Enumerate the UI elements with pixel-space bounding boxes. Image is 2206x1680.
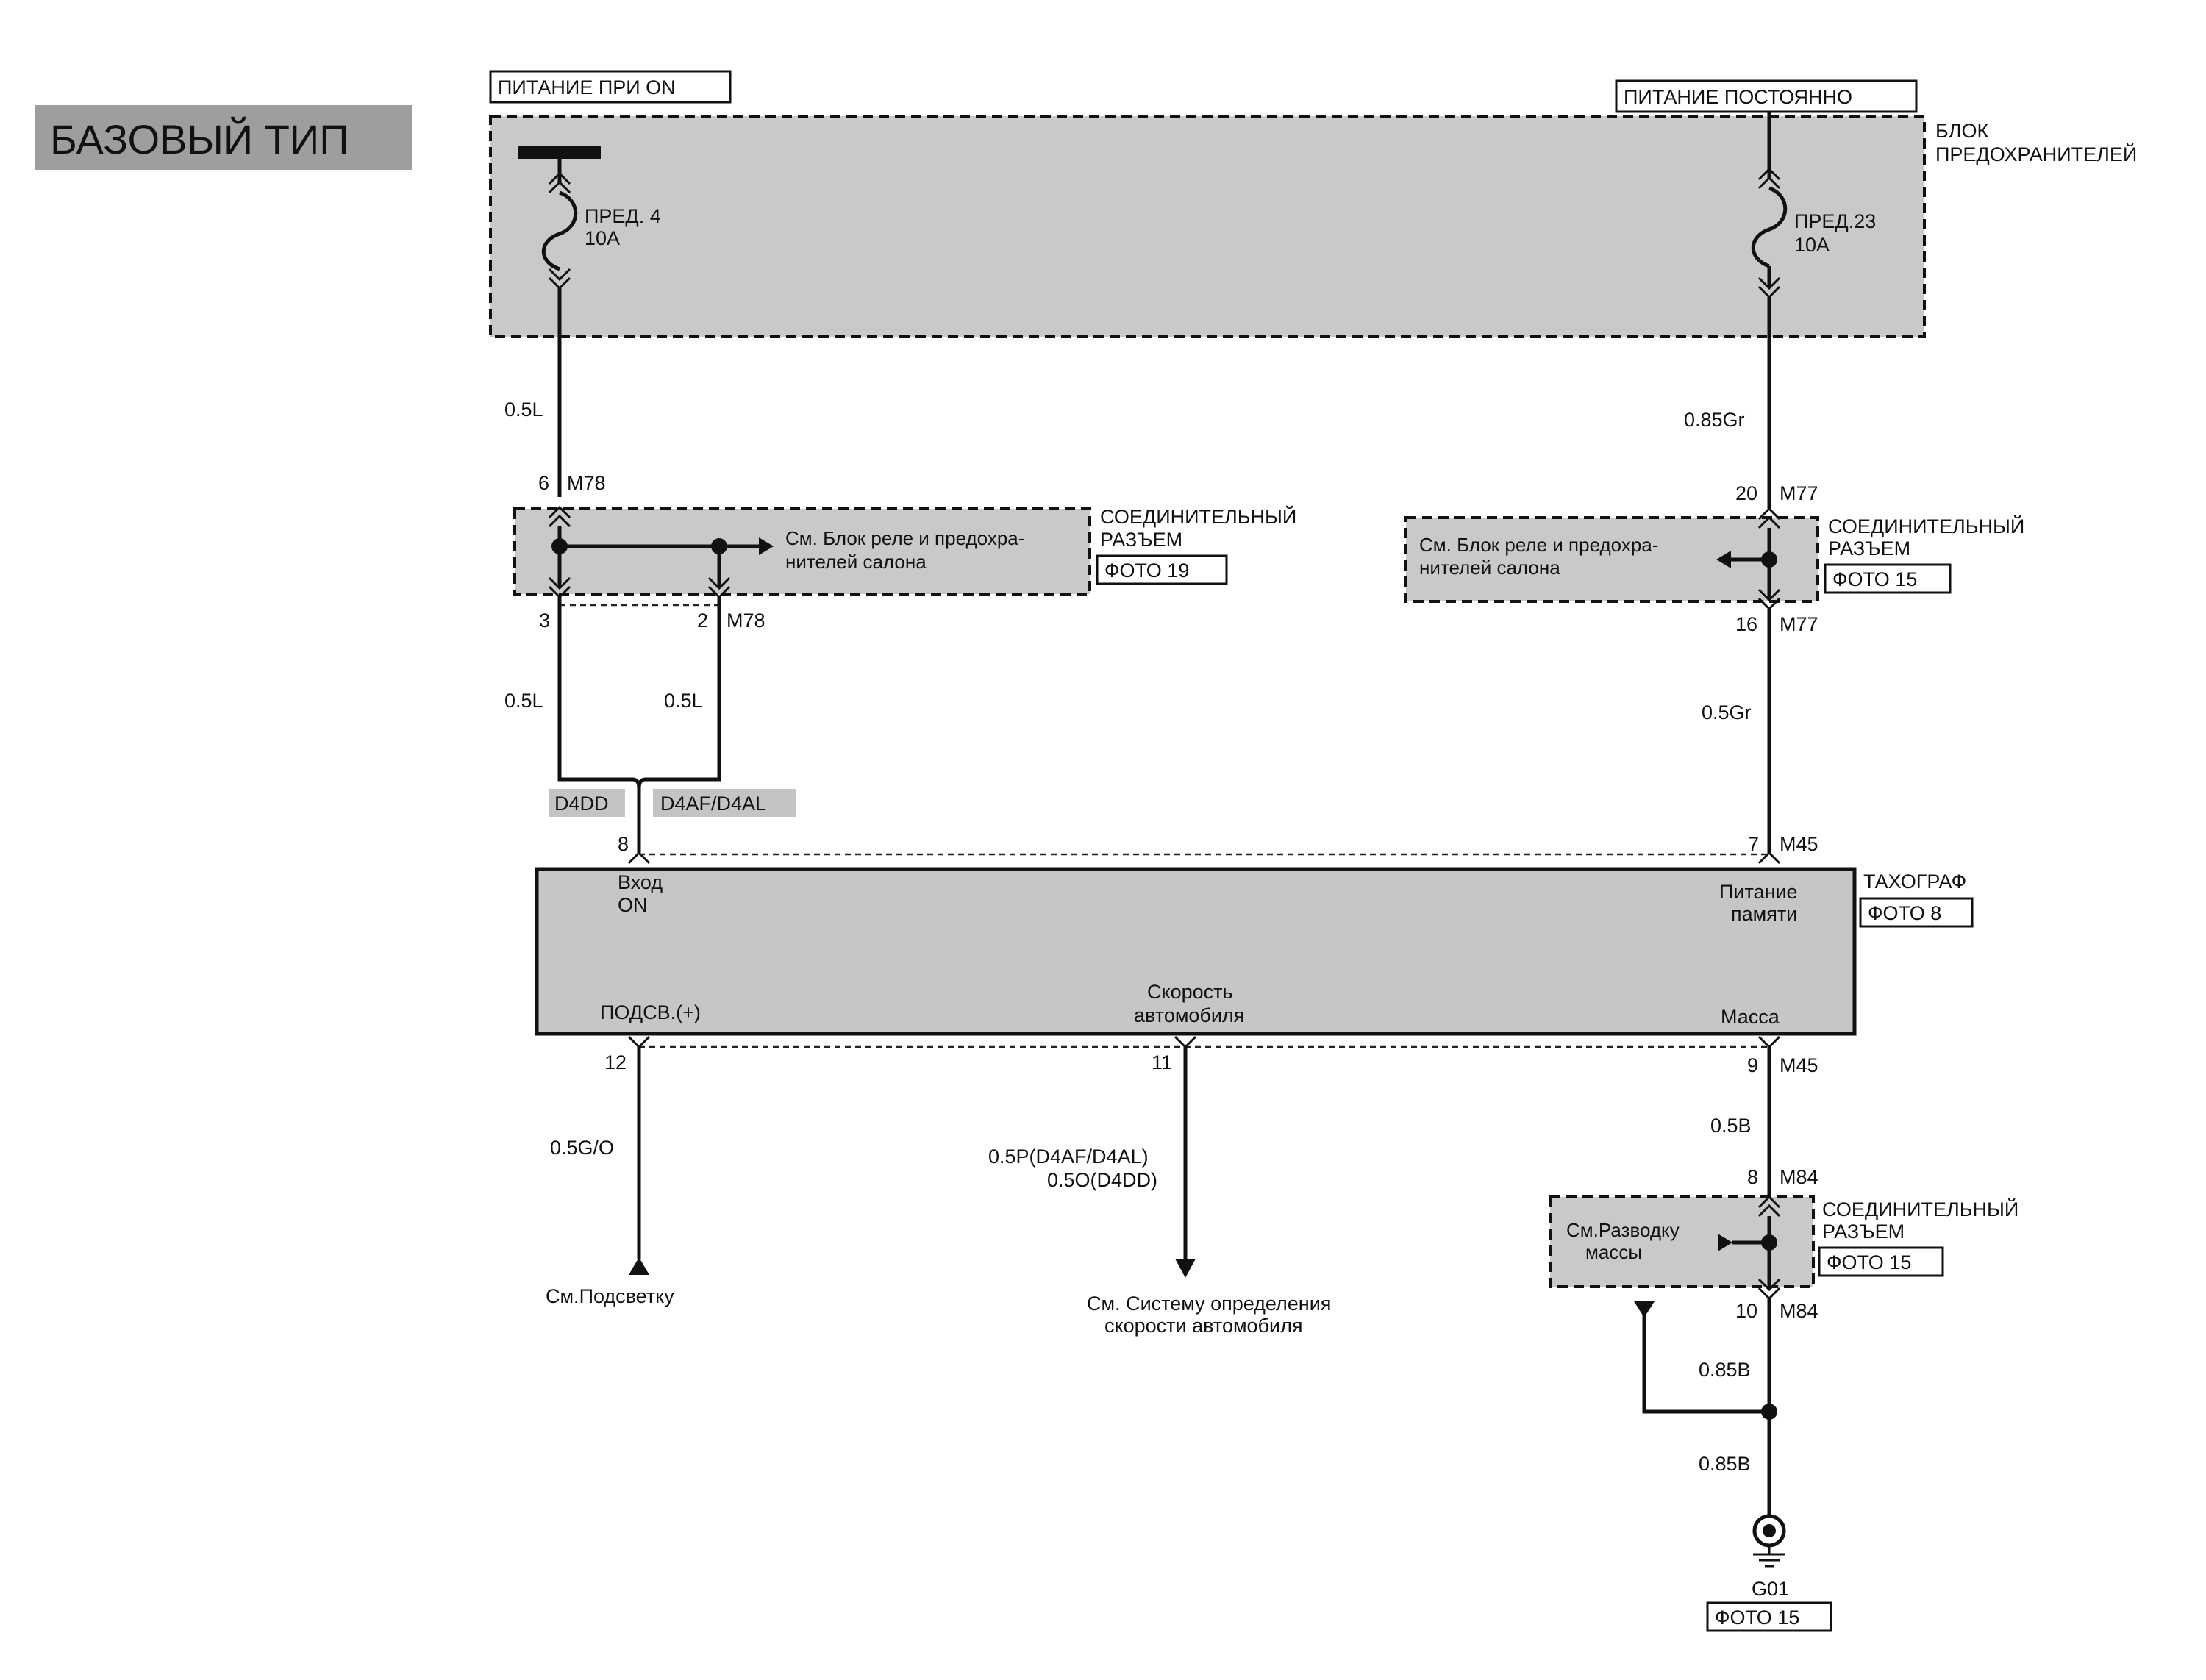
m78-ref-line-1: См. Блок реле и предохра- <box>785 527 1024 549</box>
tachograph-box <box>535 867 1857 1036</box>
fuse4-symbol <box>541 190 578 271</box>
m84-ref-line-1: См.Разводку <box>1566 1219 1680 1241</box>
wire-label-speed-1: 0.5P(D4AF/D4AL) <box>988 1145 1149 1168</box>
tacho-mem-1: Питание <box>1719 881 1798 903</box>
ref-speed-1: См. Систему определения <box>1087 1293 1331 1315</box>
tacho-photo: ФОТО 8 <box>1868 902 1941 924</box>
ignition-bus-bar <box>518 146 601 159</box>
m78-photo: ФОТО 19 <box>1104 560 1189 582</box>
wire-label-left-b: 0.5L <box>664 690 703 712</box>
tacho-backlight: ПОДСВ.(+) <box>600 1001 701 1023</box>
m77-name-top: M77 <box>1780 482 1818 504</box>
m78-name-top: M78 <box>567 472 606 494</box>
tacho-speed-1: Скорость <box>1147 981 1233 1003</box>
m77-title-2: РАЗЪЕМ <box>1828 537 1910 560</box>
power-constant-tag <box>1615 79 1918 113</box>
wire-label-ground-2: 0.85B <box>1699 1359 1751 1381</box>
ref-backlight: См.Подсветку <box>546 1285 674 1307</box>
variant-left: D4DD <box>554 793 609 815</box>
fuse4-rating: 10A <box>585 227 620 249</box>
m78-pin-top: 6 <box>538 472 549 494</box>
m84-photo: ФОТО 15 <box>1827 1251 1911 1273</box>
m77-ref-arrow <box>1716 551 1731 568</box>
m78-ref-arrow <box>759 537 774 555</box>
tacho-name-ground: M45 <box>1780 1054 1818 1076</box>
ground-photo: ФОТО 15 <box>1715 1606 1799 1629</box>
m77-name-bottom: M77 <box>1780 613 1818 635</box>
tacho-input-1: Вход <box>618 871 663 893</box>
fuse4-connector-top <box>548 171 571 185</box>
m77-title-1: СОЕДИНИТЕЛЬНЫЙ <box>1828 515 2024 537</box>
m84-name-top: M84 <box>1780 1166 1818 1188</box>
ground-point-name: G01 <box>1752 1578 1789 1600</box>
m84-ref-line-2: массы <box>1585 1241 1642 1263</box>
m77-pin-bottom: 16 <box>1735 613 1757 635</box>
connector-m78-box <box>513 507 1091 596</box>
fuse23-name: ПРЕД.23 <box>1794 210 1876 232</box>
m84-pin-top: 8 <box>1747 1166 1758 1188</box>
backlight-ref-arrow <box>629 1257 649 1275</box>
m77-pin-top: 20 <box>1735 482 1757 504</box>
m77-photo: ФОТО 15 <box>1832 568 1917 590</box>
tacho-pin-in: 8 <box>618 833 629 855</box>
tacho-name-mem: M45 <box>1780 833 1818 855</box>
ground-splice-node <box>1761 1404 1777 1420</box>
ground-branch-wire <box>1642 1309 1769 1414</box>
tacho-input-2: ON <box>618 894 648 916</box>
fuse4-name: ПРЕД. 4 <box>585 205 661 227</box>
m78-photo-tag <box>1096 554 1228 585</box>
tacho-pin-speed: 11 <box>1152 1051 1172 1073</box>
m77-ref-line-1: См. Блок реле и предохра- <box>1419 534 1658 556</box>
fuse23-connector-top <box>1757 167 1781 181</box>
diagram-title: БАЗОВЫЙ ТИП <box>50 116 349 162</box>
m77-ref-line-2: нителей салона <box>1419 557 1560 579</box>
speed-ref-arrow <box>1175 1259 1196 1278</box>
power-on-tag <box>489 70 732 104</box>
power-on-label: ПИТАНИЕ ПРИ ON <box>498 76 676 99</box>
variant-junction <box>557 771 721 789</box>
wire-label-speed-2: 0.5O(D4DD) <box>1047 1169 1157 1191</box>
m78-pin-a: 3 <box>539 610 550 632</box>
wire-label-backlight: 0.5G/O <box>550 1137 614 1159</box>
ground-photo-tag <box>1706 1601 1832 1632</box>
wire-label-right-mid: 0.5Gr <box>1702 701 1752 723</box>
m78-name-b: M78 <box>727 610 765 632</box>
fuse23-symbol <box>1751 186 1788 268</box>
wire-label-ground-1: 0.5B <box>1710 1115 1752 1137</box>
fuse-block-label-1: БЛОК <box>1935 120 1988 142</box>
tacho-pin-mem: 7 <box>1748 833 1759 855</box>
m77-photo-tag <box>1824 563 1952 594</box>
m78-title-1: СОЕДИНИТЕЛЬНЫЙ <box>1100 505 1296 528</box>
tacho-name: ТАХОГРАФ <box>1863 871 1966 893</box>
m84-name-bottom: M84 <box>1780 1300 1818 1322</box>
wire-label-ground-3: 0.85B <box>1699 1453 1751 1475</box>
fuse23-rating: 10A <box>1794 234 1830 256</box>
tacho-pin-backlight: 12 <box>604 1051 627 1073</box>
m84-pin-bottom: 10 <box>1735 1300 1757 1322</box>
variant-right-tag <box>653 789 796 817</box>
m84-title-2: РАЗЪЕМ <box>1822 1220 1905 1243</box>
power-constant-label: ПИТАНИЕ ПОСТОЯННО <box>1624 86 1852 108</box>
m84-photo-tag <box>1818 1246 1944 1277</box>
tacho-mem-2: памяти <box>1731 903 1797 925</box>
tacho-photo-tag <box>1859 897 1974 928</box>
fuse-block <box>489 115 1926 338</box>
m78-ref-line-2: нителей салона <box>785 551 927 573</box>
m84-ref-arrow <box>1718 1234 1732 1251</box>
fuse-block-label-2: ПРЕДОХРАНИТЕЛЕЙ <box>1935 143 2137 165</box>
ref-speed-2: скорости автомобиля <box>1104 1315 1302 1337</box>
tacho-speed-2: автомобиля <box>1134 1004 1244 1026</box>
wire-label-left-a: 0.5L <box>504 690 543 712</box>
m84-title-1: СОЕДИНИТЕЛЬНЫЙ <box>1822 1198 2018 1220</box>
wire-label-left-top: 0.5L <box>504 398 543 421</box>
tacho-pin-ground: 9 <box>1747 1054 1758 1076</box>
title-banner <box>35 105 412 170</box>
variant-right: D4AF/D4AL <box>660 793 766 815</box>
m78-pin-b: 2 <box>697 610 708 632</box>
m78-title-2: РАЗЪЕМ <box>1100 529 1182 551</box>
tacho-ground: Масса <box>1721 1006 1780 1028</box>
variant-left-tag <box>549 789 625 817</box>
wire-label-right-top: 0.85Gr <box>1684 409 1745 431</box>
